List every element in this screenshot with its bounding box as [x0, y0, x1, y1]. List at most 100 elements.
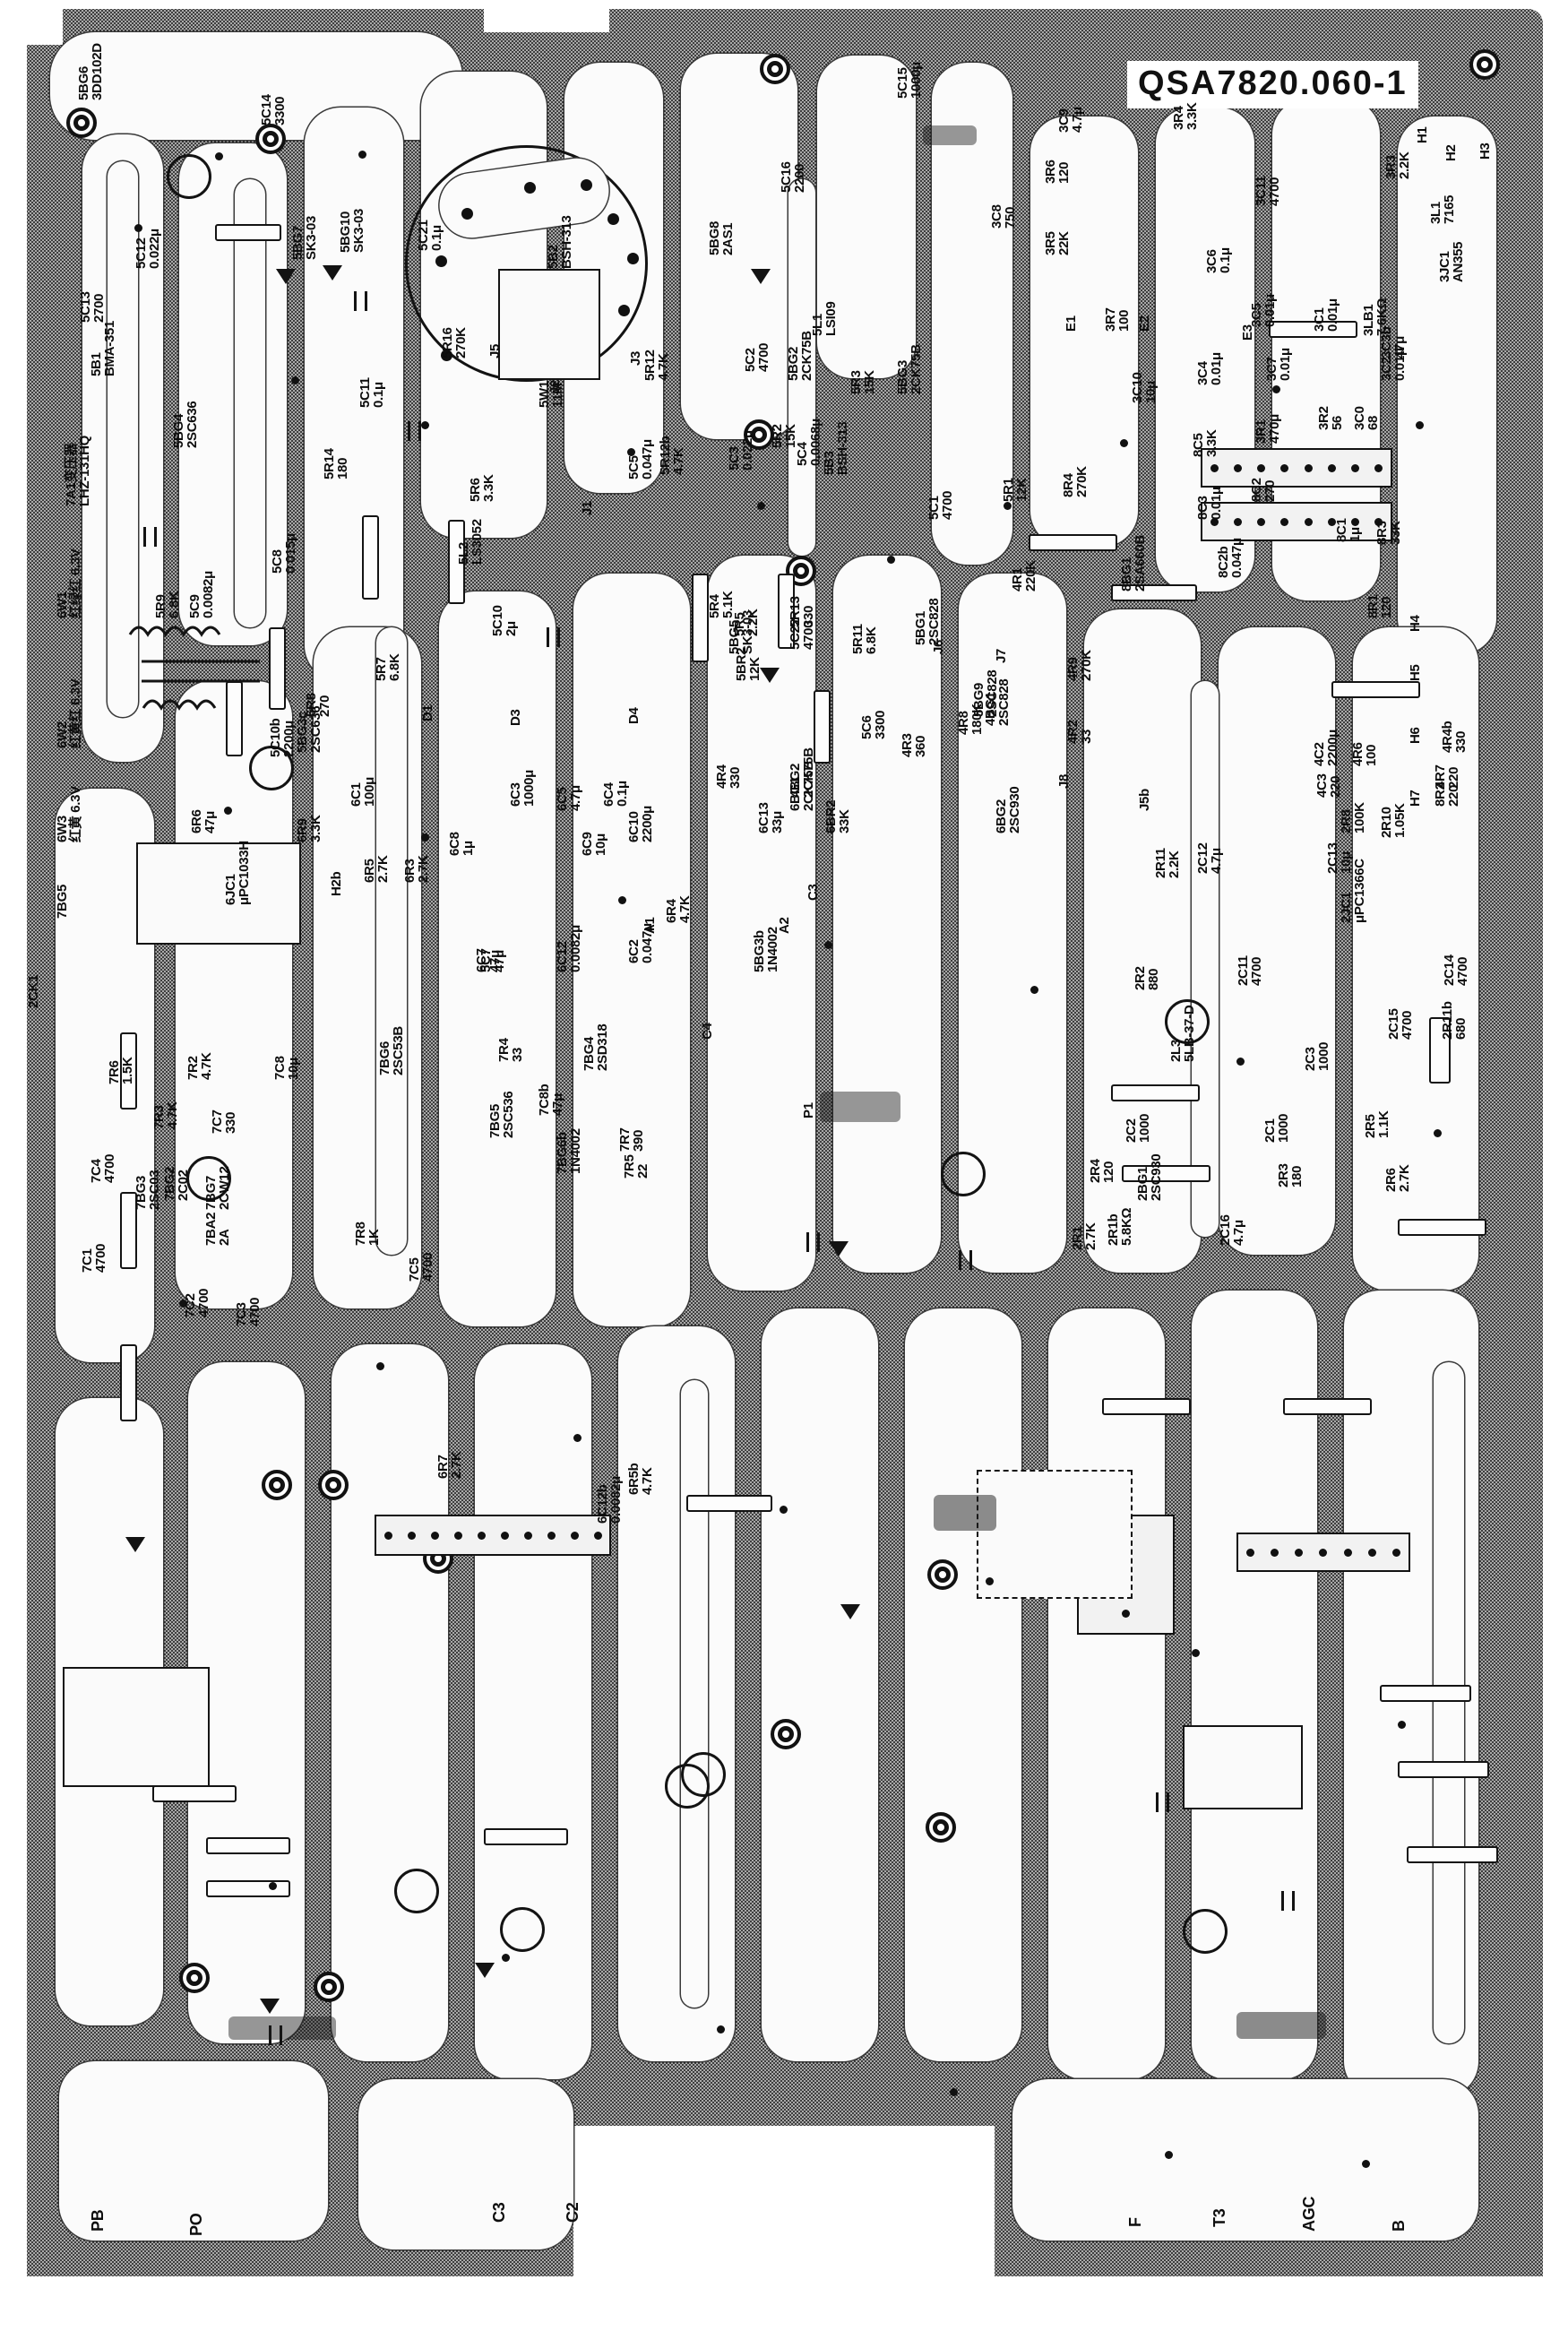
component-id: 3C0: [1352, 406, 1367, 430]
board-notch: [0, 0, 27, 2340]
component-value: 2A: [217, 1229, 233, 1246]
diode: [840, 1604, 860, 1619]
solder-pad: [1192, 1649, 1200, 1657]
block-annotation: 2CK1: [26, 975, 41, 1008]
block-id: 6W2: [55, 721, 70, 748]
component-id: 5R9: [153, 594, 168, 618]
coil-2l3: [1183, 1725, 1303, 1809]
edge-marker: H2: [1443, 144, 1459, 161]
diode: [760, 668, 780, 683]
component-value: 0.0082μ: [201, 571, 217, 618]
ic-footprint-6jc1: [375, 1515, 611, 1556]
component-id: 6C3: [508, 782, 523, 807]
trace-channel: [1192, 681, 1219, 1237]
component-id: 6C12b: [595, 1484, 610, 1524]
component-value: 0.01μ: [1262, 294, 1279, 327]
block-id: 7BG5: [55, 885, 70, 919]
component-id: 5BG3c: [295, 711, 310, 753]
component-id: 5BG10: [338, 211, 353, 253]
component-id: 3C9: [1056, 108, 1072, 133]
component-id: 7R3: [151, 1105, 167, 1129]
component-value: BMA-351: [102, 320, 118, 376]
component-id: 6BG2: [994, 799, 1009, 833]
component-id: 6BR2: [823, 799, 839, 833]
edge-marker: E1: [1064, 315, 1079, 332]
copper-pour: [681, 54, 797, 439]
transistor: [1183, 1909, 1228, 1954]
component-id: 5R12: [642, 350, 658, 381]
component-value: 2.7K: [1083, 1222, 1099, 1251]
coil-pad: [435, 255, 447, 267]
component-id: 7R8: [353, 1222, 368, 1246]
transistor: [1165, 999, 1210, 1044]
component-value: 0.1μ: [1218, 247, 1234, 273]
component-id: 2C16: [1218, 1214, 1233, 1246]
component-id: 2R8: [1339, 809, 1354, 833]
component-value: 0.022μ: [147, 229, 163, 269]
transistor: [249, 746, 294, 790]
component-value: 180: [1289, 1165, 1305, 1187]
resistor: [686, 1495, 772, 1512]
mounting-hole: [927, 1559, 958, 1590]
component-value: 6.8K: [387, 653, 403, 682]
component-id: 7R7: [617, 1127, 633, 1152]
board-notch: [977, 0, 978, 1]
resistor: [1407, 1846, 1498, 1863]
component-id: 8C5: [1191, 433, 1206, 457]
component-id: 5BG1: [913, 611, 928, 645]
component-value: 330: [728, 766, 744, 789]
component-value: 4700: [1249, 956, 1265, 986]
component-id: 4C2: [1312, 742, 1327, 766]
component-id: 5R6: [468, 478, 483, 502]
component-id: 6C5: [555, 787, 570, 811]
transformer-7a1: [136, 842, 301, 945]
component-value: 750: [1003, 206, 1019, 229]
mounting-hole: [771, 1719, 801, 1749]
solder-pad: [573, 1434, 582, 1442]
component-value: 4700: [940, 490, 956, 520]
component-id: 2R2: [1133, 966, 1148, 990]
capacitor: [143, 527, 157, 547]
component-value: 2.7K: [449, 1451, 465, 1480]
component-id: 7C8b: [537, 1084, 552, 1116]
edge-marker: H6: [1408, 727, 1423, 744]
component-value: BSH-313: [835, 421, 851, 475]
board-part-number: QSA7820.060-1: [1138, 65, 1408, 102]
transistor: [394, 1869, 439, 1913]
component-id: 4R7: [1433, 764, 1448, 789]
component-value: 1K: [366, 1229, 383, 1246]
copper-pour: [1030, 117, 1138, 547]
resistor: [120, 1032, 137, 1110]
component-id: 8C2b: [1216, 546, 1231, 578]
trace-channel: [108, 161, 138, 717]
copper-pour: [932, 63, 1012, 565]
resistor: [120, 1344, 137, 1421]
edge-marker: J6: [931, 639, 946, 654]
diode: [125, 1537, 145, 1552]
scan-smudge: [934, 1495, 996, 1531]
component-value: 6.8K: [864, 626, 880, 655]
